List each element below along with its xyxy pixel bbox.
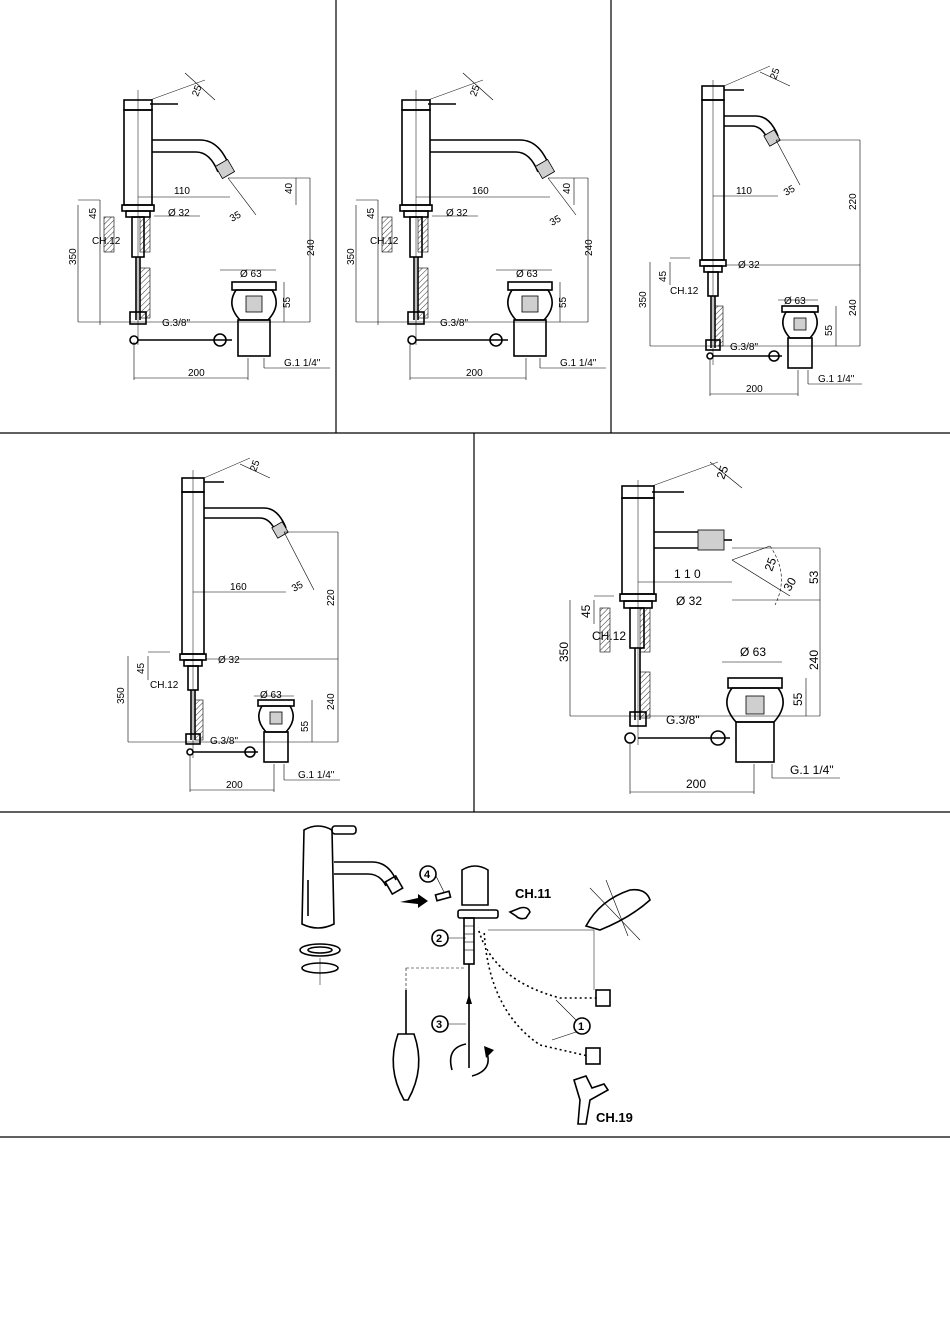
reach-label: 110 — [174, 186, 190, 197]
step-4-number: 4 — [424, 869, 431, 881]
panel-5-labels: 25 1 1 0 25 30 53 45 Ø 32 CH.12 350 240 … — [557, 463, 834, 791]
waste-height-label: 240 — [584, 239, 595, 256]
angle-lever-label: 25 — [468, 83, 482, 98]
reach-label: 1 1 0 — [674, 567, 701, 581]
spout-angle-label: 35 — [548, 213, 564, 228]
wrench-ch11-label: CH.11 — [515, 886, 551, 901]
angle-lever-label: 25 — [190, 83, 204, 98]
wrench-size-label: CH.12 — [150, 680, 179, 691]
wrench-size-label: CH.12 — [92, 236, 121, 247]
step-2-number: 2 — [436, 933, 442, 945]
step-3-number: 3 — [436, 1019, 442, 1031]
panel-grid-lines — [0, 0, 950, 1138]
supply-thread-label: G.3/8" — [162, 318, 190, 329]
body-height-label: 350 — [557, 642, 571, 662]
waste-distance-label: 200 — [466, 368, 483, 379]
waste-depth-label: 55 — [824, 324, 835, 336]
waste-distance-label: 200 — [226, 780, 243, 791]
waste-thread-label: G.1 1/4" — [818, 374, 855, 385]
wrench-size-label: CH.12 — [592, 629, 626, 643]
spout-angle-label: 35 — [782, 183, 798, 198]
waste-depth-label: 55 — [558, 296, 569, 308]
reach-label: 160 — [472, 186, 489, 197]
waste-height-label: 240 — [848, 299, 859, 316]
wrench-size-label: CH.12 — [670, 286, 699, 297]
waste-diameter-label: Ø 63 — [240, 269, 262, 280]
panel-5-drawing — [569, 461, 840, 794]
panel-3-drawing — [649, 65, 862, 396]
base-height-label: 45 — [88, 207, 99, 219]
waste-distance-label: 200 — [188, 368, 205, 379]
base-height-label: 45 — [658, 270, 669, 282]
base-diameter-label: Ø 32 — [676, 594, 702, 608]
waste-diameter-label: Ø 63 — [740, 645, 766, 659]
waste-distance-label: 200 — [746, 384, 763, 395]
spout-drop-label: 40 — [284, 182, 295, 194]
panel-3-labels: 25 110 35 220 45 Ø 32 CH.12 350 240 Ø 63… — [638, 66, 859, 395]
step-1-number: 1 — [578, 1021, 584, 1033]
base-diameter-label: Ø 32 — [738, 260, 760, 271]
reach-label: 110 — [736, 186, 752, 197]
waste-height-label: 240 — [807, 650, 821, 670]
waste-depth-label: 55 — [791, 692, 805, 706]
angle-lever-label: 25 — [768, 66, 782, 81]
waste-thread-label: G.1 1/4" — [560, 358, 597, 369]
panel-2-drawing — [355, 72, 606, 380]
waste-thread-label: G.1 1/4" — [298, 770, 335, 781]
angle-lever-label: 25 — [714, 463, 732, 481]
wrench-size-label: CH.12 — [370, 236, 399, 247]
installation-drawing — [299, 825, 651, 1125]
supply-thread-label: G.3/8" — [210, 736, 238, 747]
spout-height-label: 53 — [807, 570, 821, 584]
base-height-label: 45 — [579, 604, 593, 618]
base-height-label: 45 — [366, 207, 377, 219]
body-height-label: 350 — [638, 291, 649, 308]
body-height-label: 350 — [68, 248, 79, 265]
supply-thread-label: G.3/8" — [440, 318, 468, 329]
tall-height-label: 220 — [848, 193, 859, 210]
waste-depth-label: 55 — [300, 720, 311, 732]
spout-angle-label: 35 — [290, 579, 306, 594]
spout-drop-label: 40 — [562, 182, 573, 194]
panel-4-labels: 25 160 35 220 45 Ø 32 CH.12 350 240 Ø 63… — [116, 458, 337, 791]
body-height-label: 350 — [346, 248, 357, 265]
panel-4-drawing — [127, 457, 340, 792]
installation-labels: 4 2 3 1 CH.11 CH.19 — [424, 869, 633, 1125]
waste-height-label: 240 — [326, 693, 337, 710]
angle-lever-label: 25 — [248, 458, 262, 473]
spout-angle-label: 35 — [228, 209, 244, 224]
wrench-ch19-label: CH.19 — [596, 1110, 633, 1125]
waste-depth-label: 55 — [282, 296, 293, 308]
waste-distance-label: 200 — [686, 777, 706, 791]
waste-diameter-label: Ø 63 — [784, 296, 806, 307]
panel-1-labels: 25 110 40 35 45 Ø 32 CH.12 350 240 Ø 63 … — [68, 83, 321, 379]
tall-height-label: 220 — [326, 589, 337, 606]
waste-height-label: 240 — [306, 239, 317, 256]
waste-diameter-label: Ø 63 — [260, 690, 282, 701]
reach-label: 160 — [230, 582, 247, 593]
base-diameter-label: Ø 32 — [218, 655, 240, 666]
supply-thread-label: G.3/8" — [730, 342, 758, 353]
waste-thread-label: G.1 1/4" — [790, 763, 834, 777]
panel-2-labels: 25 160 40 35 45 Ø 32 CH.12 350 240 Ø 63 … — [346, 83, 597, 379]
body-height-label: 350 — [116, 687, 127, 704]
jet-angle-a-label: 25 — [762, 555, 780, 573]
waste-diameter-label: Ø 63 — [516, 269, 538, 280]
jet-angle-b-label: 30 — [780, 575, 799, 594]
base-diameter-label: Ø 32 — [168, 208, 190, 219]
panel-1-drawing — [77, 72, 330, 380]
supply-thread-label: G.3/8" — [666, 713, 700, 727]
waste-thread-label: G.1 1/4" — [284, 358, 321, 369]
base-diameter-label: Ø 32 — [446, 208, 468, 219]
base-height-label: 45 — [136, 662, 147, 674]
